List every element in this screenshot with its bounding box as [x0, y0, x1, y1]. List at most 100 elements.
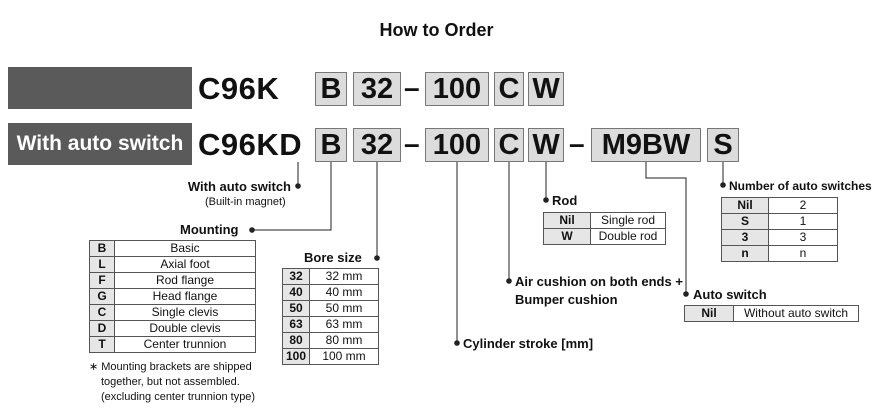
auto-count-box: S: [707, 128, 739, 162]
mounting-value: Axial foot: [114, 256, 256, 273]
auto-mounting-box: B: [315, 128, 347, 162]
auto-switch-value: Without auto switch: [733, 305, 859, 322]
standard-row-bar: [8, 67, 192, 109]
bore-key: 63: [281, 316, 311, 333]
mounting-note-line-1: ∗ Mounting brackets are shipped: [89, 361, 252, 373]
mounting-key: F: [89, 272, 115, 289]
mounting-value: Rod flange: [114, 272, 256, 289]
auto-bore-box: 32: [353, 128, 401, 162]
count-key: S: [721, 213, 769, 230]
auto-row-label: With auto switch: [16, 132, 184, 155]
bore-key: 100: [281, 348, 311, 365]
auto-switch-key: Nil: [684, 305, 734, 322]
mounting-key: L: [89, 256, 115, 273]
rod-key: W: [543, 228, 591, 245]
auto-cushion-box: C: [494, 128, 524, 162]
auto-model-prefix: C96KD: [198, 127, 303, 162]
switch-count-label: Number of auto switches: [729, 179, 872, 193]
standard-stroke-box: 100: [425, 72, 489, 106]
count-value: n: [768, 245, 838, 262]
count-value: 2: [768, 197, 838, 214]
bore-value: 50 mm: [309, 300, 379, 317]
standard-mounting-box: B: [315, 72, 347, 106]
rod-label: Rod: [552, 193, 578, 208]
count-key: 3: [721, 229, 769, 246]
mounting-note-line-3: (excluding center trunnion type): [101, 391, 256, 403]
bore-key: 40: [281, 284, 311, 301]
standard-bore-box: 32: [353, 72, 401, 106]
bore-value: 40 mm: [309, 284, 379, 301]
auto-row-bar: With auto switch: [8, 123, 192, 165]
with-auto-switch-label: With auto switch: [187, 179, 291, 194]
cylinder-stroke-label: Cylinder stroke [mm]: [463, 336, 594, 351]
cushion-label-1: Air cushion on both ends +: [515, 274, 683, 289]
count-key: n: [721, 245, 769, 262]
bore-key: 32: [281, 268, 311, 285]
rod-key: Nil: [543, 212, 591, 229]
mounting-note: ∗ Mounting brackets are shipped together…: [89, 360, 255, 405]
cushion-label-2: Bumper cushion: [515, 292, 618, 307]
rod-value: Single rod: [590, 212, 666, 229]
mounting-key: D: [89, 320, 115, 337]
standard-cushion-box: C: [494, 72, 524, 106]
count-value: 3: [768, 229, 838, 246]
standard-rod-box: W: [528, 72, 564, 106]
rod-value: Double rod: [590, 228, 666, 245]
bore-value: 63 mm: [309, 316, 379, 333]
bore-key: 50: [281, 300, 311, 317]
mounting-value: Center trunnion: [114, 336, 256, 353]
auto-rod-box: W: [528, 128, 564, 162]
mounting-value: Head flange: [114, 288, 256, 305]
mounting-value: Double clevis: [114, 320, 256, 337]
auto-dash-1: –: [404, 128, 420, 159]
standard-model-prefix: C96K: [198, 71, 280, 106]
auto-switch-box: M9BW: [591, 128, 701, 162]
bore-size-label: Bore size: [304, 250, 362, 265]
with-auto-switch-sub: (Built-in magnet): [205, 196, 286, 208]
bore-key: 80: [281, 332, 311, 349]
auto-stroke-box: 100: [425, 128, 489, 162]
mounting-label: Mounting: [180, 222, 239, 237]
mounting-value: Basic: [114, 240, 256, 257]
count-key: Nil: [721, 197, 769, 214]
mounting-key: G: [89, 288, 115, 305]
standard-dash: –: [404, 72, 420, 103]
mounting-key: T: [89, 336, 115, 353]
mounting-note-line-2: together, but not assembled.: [101, 376, 240, 388]
mounting-value: Single clevis: [114, 304, 256, 321]
bore-value: 100 mm: [309, 348, 379, 365]
page-title: How to Order: [379, 20, 494, 40]
auto-switch-label: Auto switch: [693, 287, 767, 302]
bore-value: 32 mm: [309, 268, 379, 285]
auto-dash-2: –: [569, 128, 585, 159]
mounting-key: B: [89, 240, 115, 257]
count-value: 1: [768, 213, 838, 230]
bore-value: 80 mm: [309, 332, 379, 349]
mounting-key: C: [89, 304, 115, 321]
